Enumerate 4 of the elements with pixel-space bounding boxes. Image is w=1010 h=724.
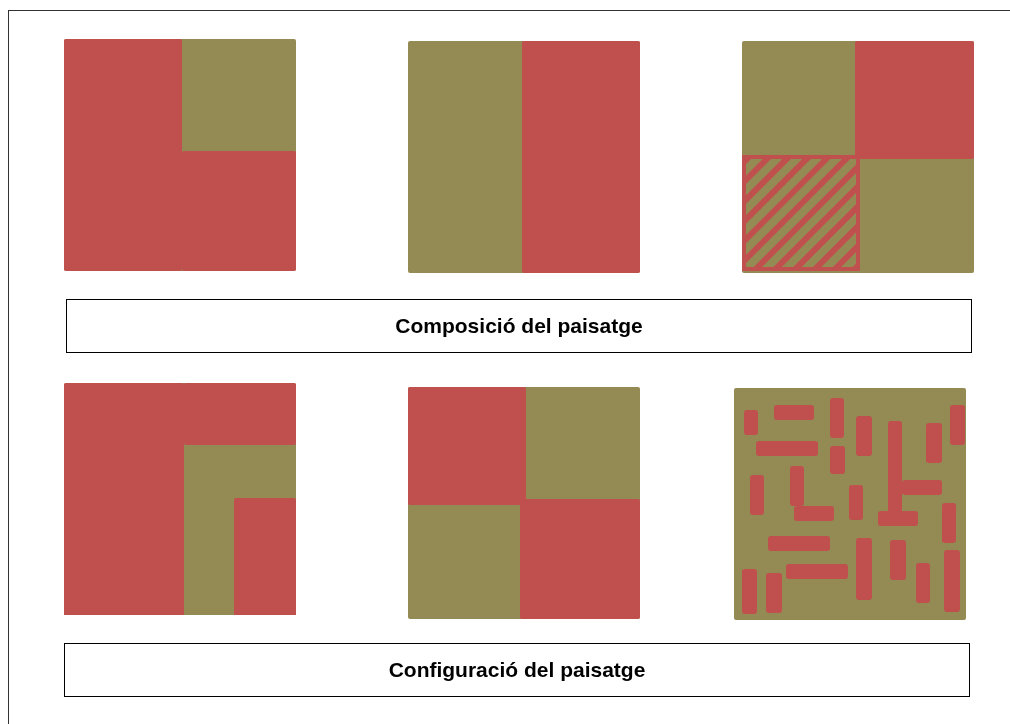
caption-text: Configuració del paisatge (388, 658, 646, 682)
caption-box (64, 643, 970, 697)
caption-box (66, 299, 972, 353)
caption-text: Composició del paisatge (395, 314, 643, 338)
